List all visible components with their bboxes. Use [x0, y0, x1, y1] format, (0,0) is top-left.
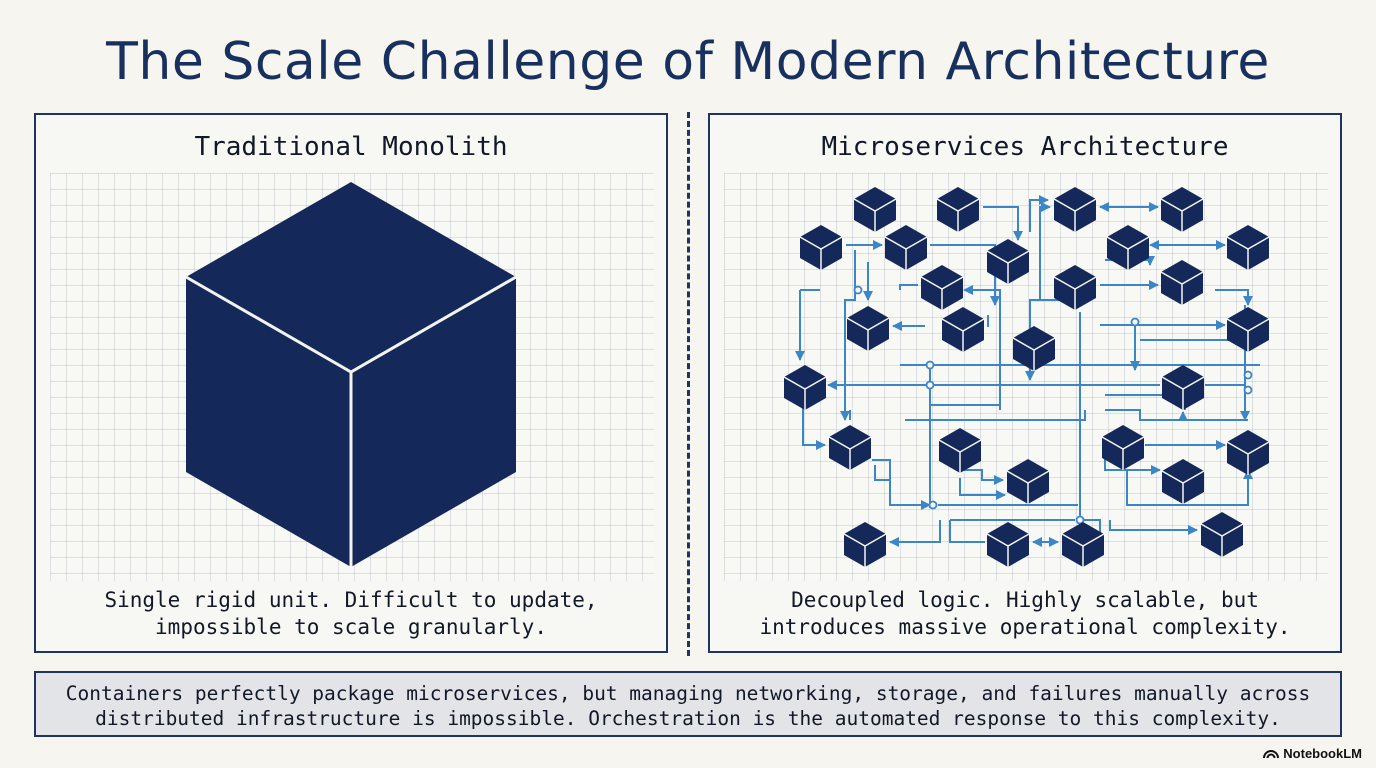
monolith-cube [185, 182, 517, 567]
microservice-cube [1226, 225, 1270, 270]
microservice-cube [1226, 430, 1270, 475]
summary-line-1: Containers perfectly package microservic… [65, 682, 1311, 705]
microservices-heading: Microservices Architecture [821, 132, 1229, 162]
microservice-cube [986, 239, 1030, 284]
connector-junction [925, 360, 935, 370]
page-title: The Scale Challenge of Modern Architectu… [106, 32, 1270, 92]
monolith-heading: Traditional Monolith [194, 132, 508, 162]
microservice-cube [1160, 187, 1204, 232]
service-connector [1039, 202, 1051, 300]
microservice-cube [941, 307, 985, 352]
service-connector [874, 465, 890, 481]
monolith-caption-line-1: Single rigid unit. Difficult to update, [104, 588, 598, 612]
microservice-cube [1006, 459, 1050, 504]
service-connector [905, 410, 1086, 421]
service-connector [960, 469, 1004, 485]
service-connector [1109, 520, 1198, 535]
microservice-cube [986, 522, 1030, 567]
microservice-cube [920, 265, 964, 310]
microservice-cube [1200, 512, 1244, 557]
connector-junction [853, 285, 863, 295]
service-connector [930, 244, 1000, 306]
summary-banner: Containers perfectly package microservic… [34, 671, 1342, 737]
connector-junction [1130, 317, 1140, 327]
service-connector [959, 478, 1006, 500]
monolith-caption-line-2: impossible to scale granularly. [155, 615, 547, 639]
notebooklm-branding: NotebookLM [1263, 744, 1362, 762]
microservice-cube [1226, 307, 1270, 352]
connector-junction [1075, 515, 1085, 525]
microservice-cube [853, 187, 897, 232]
summary-line-2: distributed infrastructure is impossible… [95, 707, 1281, 730]
notebooklm-logo-icon [1263, 750, 1280, 759]
microservices-caption-line-1: Decoupled logic. Highly scalable, but [791, 588, 1259, 612]
microservice-cube [938, 428, 982, 473]
microservice-cube [1161, 365, 1205, 410]
connector-junction [1243, 370, 1253, 380]
microservice-cube [1106, 225, 1150, 270]
microservice-cube [799, 225, 843, 270]
microservice-cube [828, 425, 872, 470]
connector-junctions [853, 285, 1253, 525]
service-connector [983, 206, 1023, 241]
service-connector [1126, 469, 1253, 506]
service-connector [849, 410, 930, 505]
microservice-cube [783, 365, 827, 410]
microservice-cube [843, 522, 887, 567]
microservice-cube [1061, 522, 1105, 567]
service-connector [889, 520, 941, 547]
connector-junction [928, 500, 938, 510]
connector-junction [925, 380, 935, 390]
service-connector [949, 520, 985, 543]
service-connector [1215, 289, 1253, 306]
microservice-cube [1161, 459, 1205, 504]
microservices-caption: Decoupled logic. Highly scalable, but in… [720, 587, 1330, 641]
microservice-cube [1053, 265, 1097, 310]
microservice-cube [884, 225, 928, 270]
microservice-cube [1012, 326, 1056, 371]
connector-junction [1243, 385, 1253, 395]
microservice-cube [1101, 425, 1145, 470]
microservice-cubes [783, 187, 1270, 567]
branding-text: NotebookLM [1283, 745, 1362, 761]
microservice-cube [846, 306, 890, 351]
monolith-caption: Single rigid unit. Difficult to update, … [46, 587, 656, 641]
microservice-cube [1053, 187, 1097, 232]
microservices-caption-line-2: introduces massive operational complexit… [759, 615, 1291, 639]
service-connector [802, 408, 826, 450]
microservice-cube [936, 187, 980, 232]
panel-divider [687, 112, 690, 656]
service-connectors [795, 195, 1260, 547]
service-connector [840, 250, 856, 421]
microservice-cube [1160, 260, 1204, 305]
service-connector [1105, 409, 1248, 421]
service-connector [1029, 195, 1049, 232]
service-connector [899, 284, 918, 290]
